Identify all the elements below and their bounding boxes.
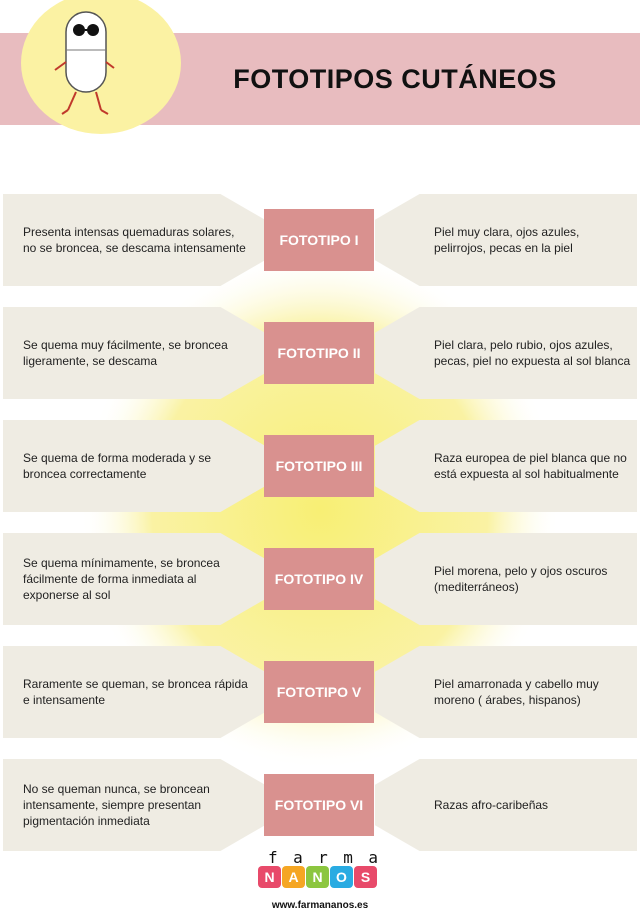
right-panel [375,307,637,399]
logo-letter: m [343,848,353,867]
sun-reaction-text: Raramente se queman, se broncea rápida e… [23,677,248,707]
fototipo-row-1: Presenta intensas quemaduras solares, no… [0,194,640,286]
fototipo-badge: FOTOTIPO V [264,661,374,723]
website-url[interactable]: www.farmananos.es [271,900,369,911]
fototipo-row-4: Se quema mínimamente, se broncea fácilme… [0,533,640,625]
skin-description-text: Piel morena, pelo y ojos oscuros (medite… [434,564,608,594]
fototipo-badge: FOTOTIPO I [264,209,374,271]
left-panel [3,194,265,286]
left-panel [3,420,265,512]
logo-puzzle-piece: A [282,866,305,888]
sun-reaction-text: Se quema de forma moderada y se broncea … [23,451,212,481]
fototipo-row-3: Se quema de forma moderada y se broncea … [0,420,640,512]
fototipo-badge: FOTOTIPO VI [264,774,374,836]
sun-reaction-text: No se queman nunca, se broncean intensam… [23,782,210,828]
fototipo-badge: FOTOTIPO II [264,322,374,384]
sun-reaction-text: Se quema muy fácilmente, se broncea lige… [23,338,228,368]
logo-puzzle-piece: O [330,866,353,888]
fototipo-row-6: No se queman nunca, se broncean intensam… [0,759,640,851]
logo-puzzle-piece: N [306,866,329,888]
left-panel [3,533,265,625]
skin-description-text: Piel amarronada y cabello muy moreno ( á… [434,677,599,707]
logo-letter: a [368,848,378,867]
logo-letter: r [318,848,328,867]
right-panel [375,759,637,851]
logo-puzzle-piece: S [354,866,377,888]
skin-description-text: Piel muy clara, ojos azules, pelirrojos,… [434,225,580,255]
sun-reaction-text: Presenta intensas quemaduras solares, no… [23,225,246,255]
fototipo-row-2: Se quema muy fácilmente, se broncea lige… [0,307,640,399]
right-panel [375,420,637,512]
skin-description-text: Piel clara, pelo rubio, ojos azules, pec… [434,338,631,368]
fototipo-badge: FOTOTIPO IV [264,548,374,610]
right-panel [375,646,637,738]
fototipo-row-5: Raramente se queman, se broncea rápida e… [0,646,640,738]
left-panel [3,307,265,399]
skin-description-text: Raza europea de piel blanca que no está … [434,451,627,481]
logo-puzzle-piece: N [258,866,281,888]
sun-reaction-text: Se quema mínimamente, se broncea fácilme… [23,556,220,602]
fototipo-badge: FOTOTIPO III [264,435,374,497]
skin-description-text: Razas afro-caribeñas [434,798,549,812]
left-panel [3,759,265,851]
left-panel [3,646,265,738]
right-panel [375,194,637,286]
right-panel [375,533,637,625]
page-title: FOTOTIPOS CUTÁNEOS [233,63,557,94]
logo-letter: a [293,848,303,867]
pill-mascot-icon [54,11,115,115]
logo-letter: f [268,848,278,867]
